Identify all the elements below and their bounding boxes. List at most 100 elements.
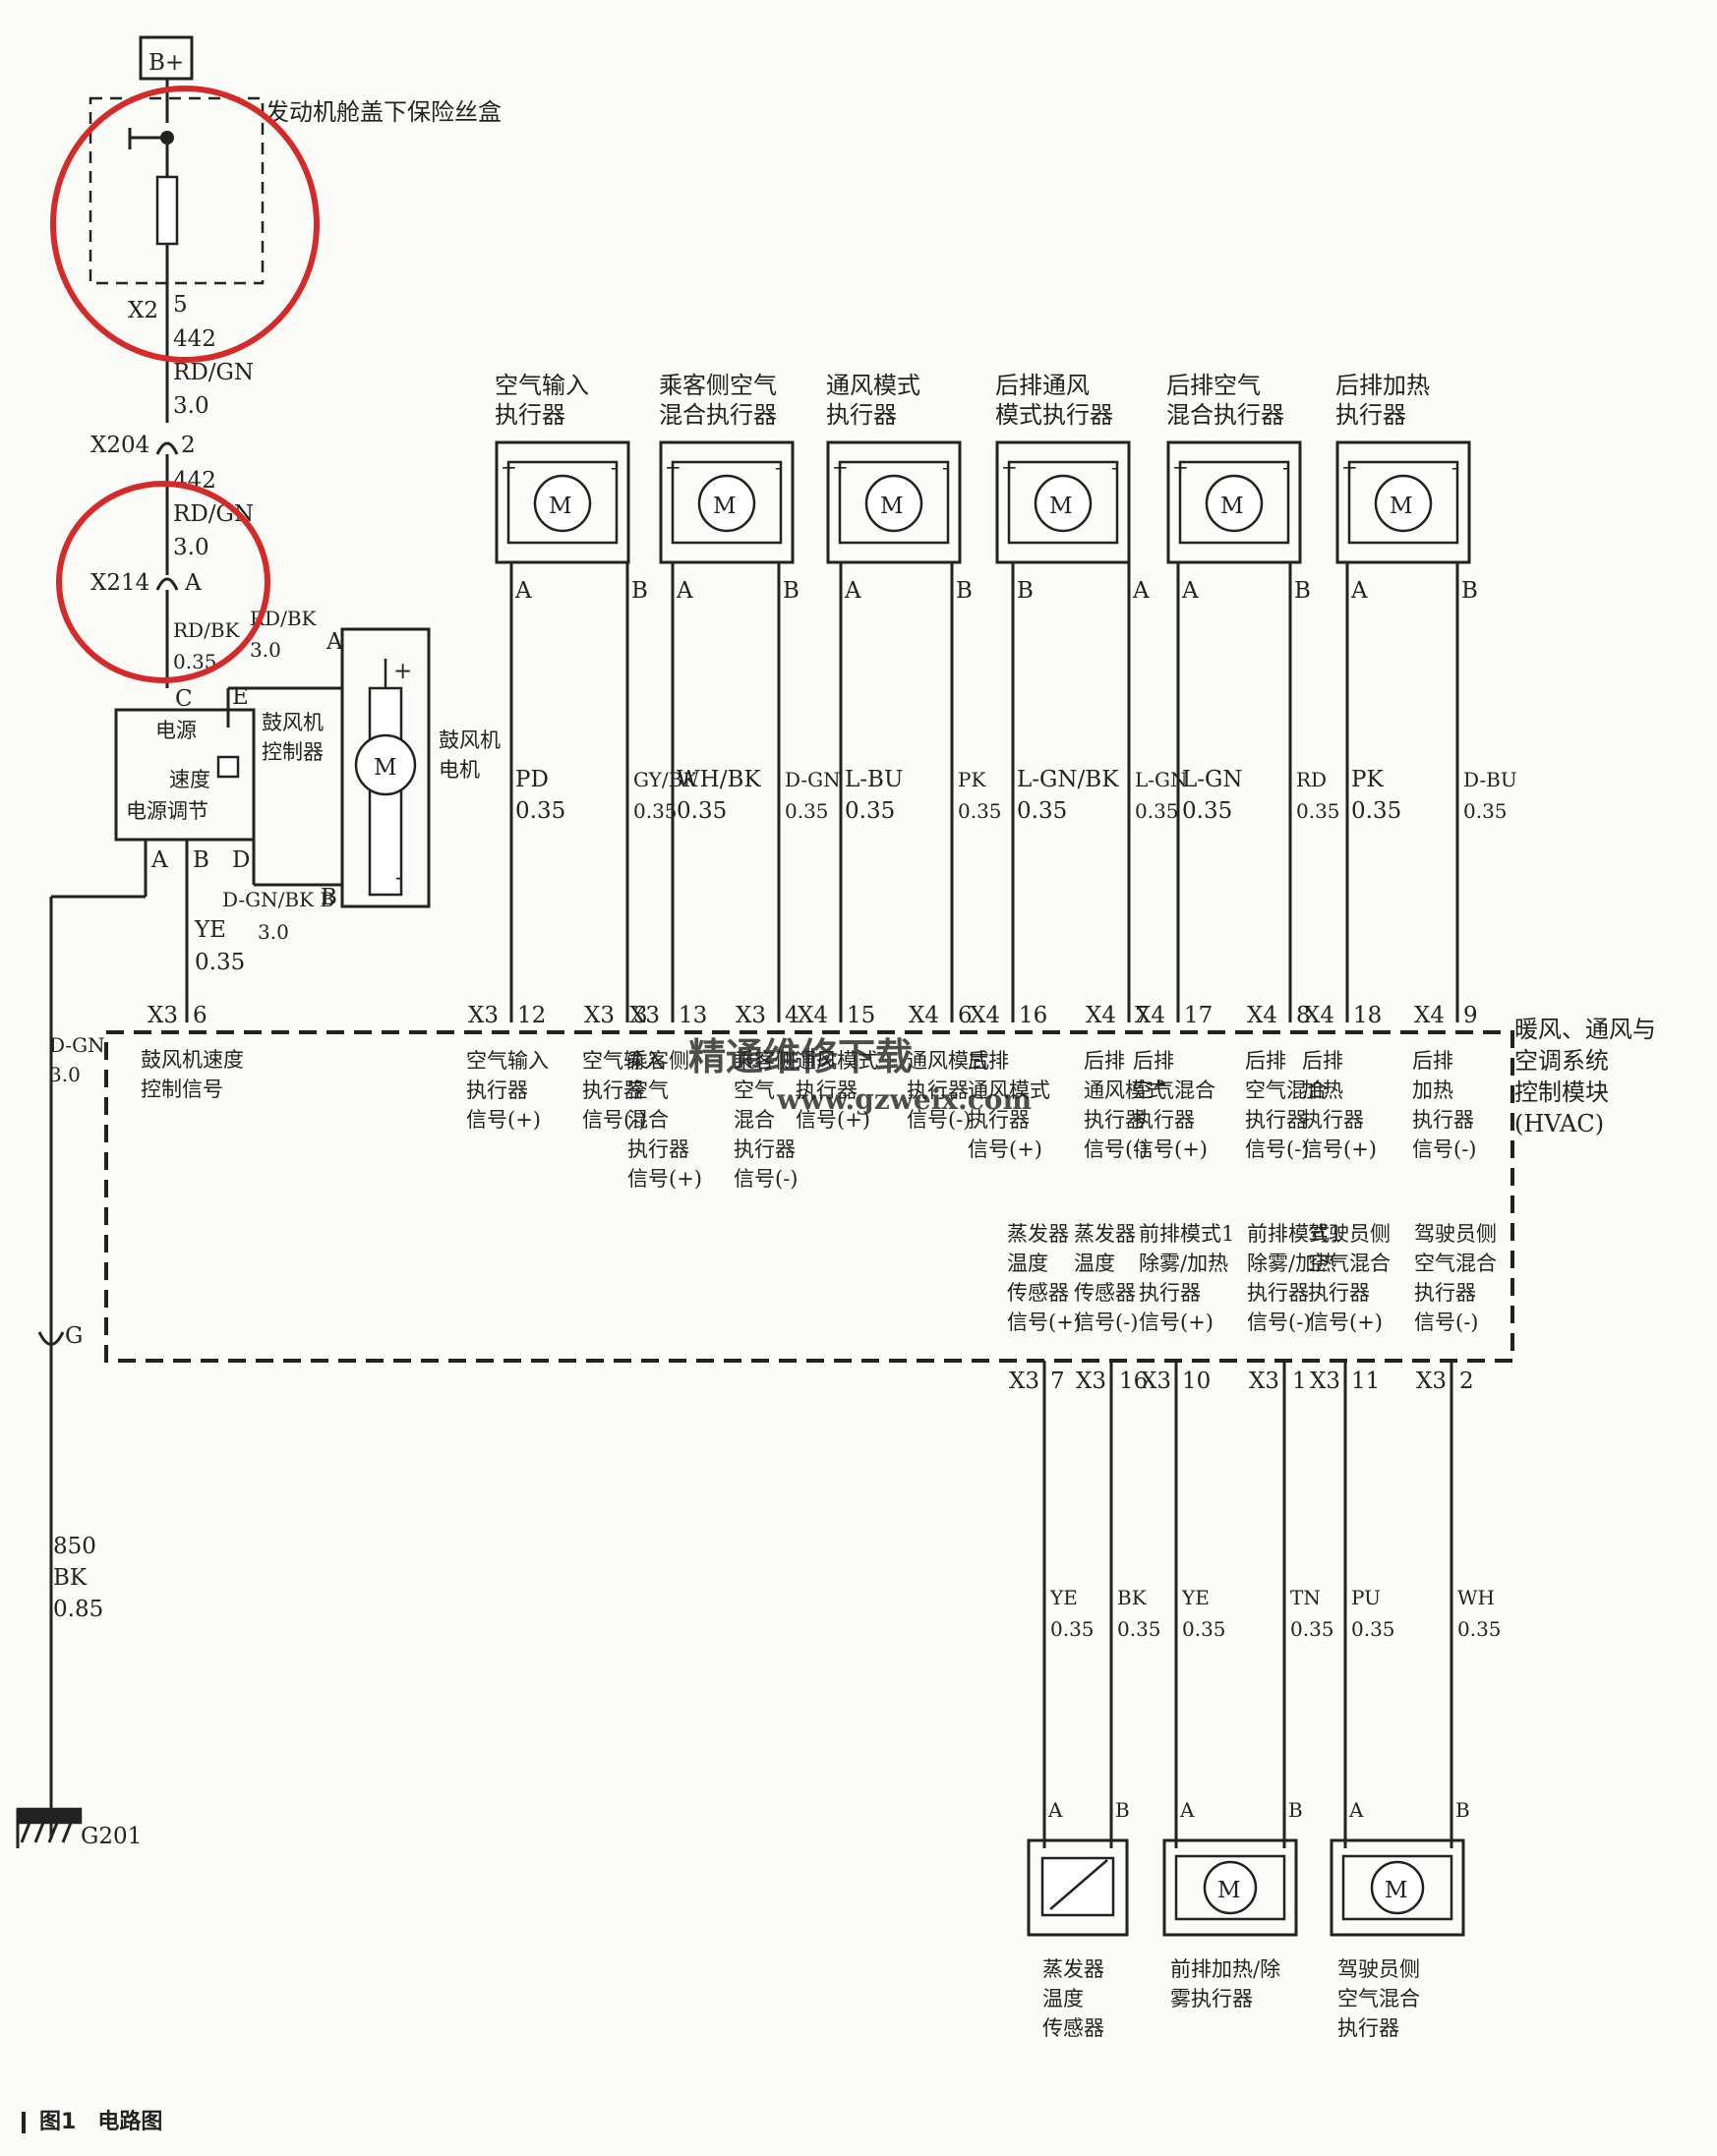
wire-label: 3.0	[173, 393, 209, 419]
wire-label: 0.35	[1050, 1617, 1095, 1641]
wire-label: BK	[1117, 1586, 1148, 1609]
components	[16, 35, 1514, 1937]
actuator-motor-circle	[1370, 1860, 1425, 1915]
wire-label: 0.35	[845, 798, 895, 824]
signal-label: 信号(-)	[1084, 1137, 1148, 1161]
wire-label: 0.35	[633, 799, 678, 823]
connector-pin: 11	[1351, 1369, 1380, 1394]
pin-label: B	[1288, 1798, 1303, 1822]
hvac-title: (HVAC)	[1514, 1110, 1604, 1137]
device-box	[1162, 1838, 1298, 1937]
actuator-box	[995, 440, 1131, 564]
motor-name: 电机	[439, 758, 480, 782]
device-name: 前排加热/除	[1170, 1957, 1280, 1981]
actuator-m: M	[1217, 1878, 1241, 1903]
wire-label: BK	[53, 1565, 88, 1591]
pin-B: B	[193, 847, 209, 873]
signal-label: 执行器	[907, 1078, 969, 1102]
connector-pin: 15	[847, 1003, 875, 1028]
signal-label: 执行器	[1308, 1281, 1370, 1305]
connector-label: X3	[1310, 1369, 1340, 1394]
figure-number: 图1	[39, 2110, 77, 2134]
actuator-inner	[1347, 460, 1459, 545]
connector-label: X4	[1414, 1003, 1445, 1028]
ground-connector-label: G	[65, 1323, 83, 1349]
signal-label: 空气混合	[1245, 1078, 1328, 1102]
device-name: 温度	[1042, 1987, 1084, 2010]
signal-label: 执行器	[1084, 1108, 1146, 1132]
wire-label: RD/BK	[173, 618, 241, 642]
actuator-m: M	[1385, 1878, 1408, 1903]
actuator-motor-circle	[1205, 474, 1264, 533]
pin-label: A	[1181, 578, 1199, 604]
watermark-text: 精通维修下载	[688, 1034, 913, 1078]
signal-label: 信号(+)	[1308, 1311, 1383, 1334]
wire-label: L-GN	[1182, 767, 1243, 792]
pin-label: A	[514, 578, 532, 604]
signal-label: 除雾/加热	[1139, 1252, 1228, 1275]
pin-label: B	[783, 578, 799, 604]
connector-label: X4	[1135, 1003, 1165, 1028]
signal-label: 信号(-)	[734, 1167, 798, 1191]
actuator-name: 空气输入	[495, 372, 589, 399]
wire-label: 0.35	[1135, 799, 1179, 823]
connector-label: X4	[1247, 1003, 1277, 1028]
signal-label: 信号(+)	[796, 1108, 870, 1132]
hvac-title: 暖风、通风与	[1514, 1016, 1656, 1043]
ground-hatch	[20, 1822, 31, 1843]
actuator-name: 模式执行器	[995, 401, 1113, 429]
pin-label: A	[1132, 578, 1150, 604]
signal-label: 通风模式	[907, 1049, 989, 1073]
connector-pin: 16	[1019, 1003, 1047, 1028]
actuator-name: 通风模式	[826, 372, 920, 399]
signal-label: 信号(+)	[1133, 1137, 1208, 1161]
signal-label: 空气输入	[582, 1049, 665, 1073]
wire-label: 3.0	[49, 1063, 81, 1086]
pin-A: A	[150, 847, 168, 873]
wire-label: 0.35	[1351, 798, 1401, 824]
wire-label: 0.35	[1457, 1617, 1502, 1641]
connector-pin: 9	[1463, 1003, 1478, 1028]
signal-label: 后排	[1302, 1049, 1343, 1073]
connector-symbol	[155, 441, 179, 455]
fuse-pin: 5	[173, 292, 188, 318]
wire-label: D-GN	[785, 768, 841, 791]
actuator-name: 后排加热	[1335, 372, 1430, 399]
actuator-name: 混合执行器	[1166, 401, 1284, 429]
signal-label: 信号(-)	[1414, 1311, 1478, 1334]
connector-pin: 1	[1292, 1369, 1307, 1394]
signal-label: 执行器	[1245, 1108, 1307, 1132]
signal-label: 加热	[1412, 1078, 1453, 1102]
signal-label: 执行器	[734, 1137, 796, 1161]
actuator-plus: +	[501, 455, 517, 479]
connector-x214: X214	[90, 570, 149, 596]
highlight-circle	[56, 481, 270, 683]
actuator-motor-circle	[533, 474, 592, 533]
wire-label: PK	[1351, 767, 1384, 792]
controller-regulator: 电源调节	[126, 799, 208, 823]
wire-label: 0.35	[1182, 798, 1232, 824]
actuator-inner	[1007, 460, 1119, 545]
controller-speed: 速度	[169, 768, 210, 791]
actuator-minus: -	[775, 455, 782, 479]
device-name: 执行器	[1337, 2016, 1399, 2040]
connector-x204: X204	[90, 433, 149, 458]
signal-label: 执行器	[1302, 1108, 1364, 1132]
signal-label: 执行器	[1133, 1108, 1195, 1132]
device-box	[1330, 1838, 1465, 1937]
pin-label: B	[1017, 578, 1034, 604]
signal-label: 后排	[1133, 1049, 1174, 1073]
actuator-m: M	[1049, 494, 1073, 519]
actuator-box	[1335, 440, 1471, 564]
hvac-module-outline	[104, 1030, 1514, 1363]
wire-label: RD/GN	[173, 360, 254, 385]
wire-label-db-size: 3.0	[258, 920, 289, 944]
signal-label: 执行器	[1139, 1281, 1201, 1305]
wire-label: 0.35	[1117, 1617, 1161, 1641]
actuator-minus: -	[942, 455, 949, 479]
connector-label: X4	[909, 1003, 939, 1028]
signal-label: 控制信号	[141, 1078, 223, 1101]
actuator-plus: +	[1172, 455, 1189, 479]
signal-label: 空气	[734, 1078, 775, 1102]
connector-label: X4	[1086, 1003, 1116, 1028]
